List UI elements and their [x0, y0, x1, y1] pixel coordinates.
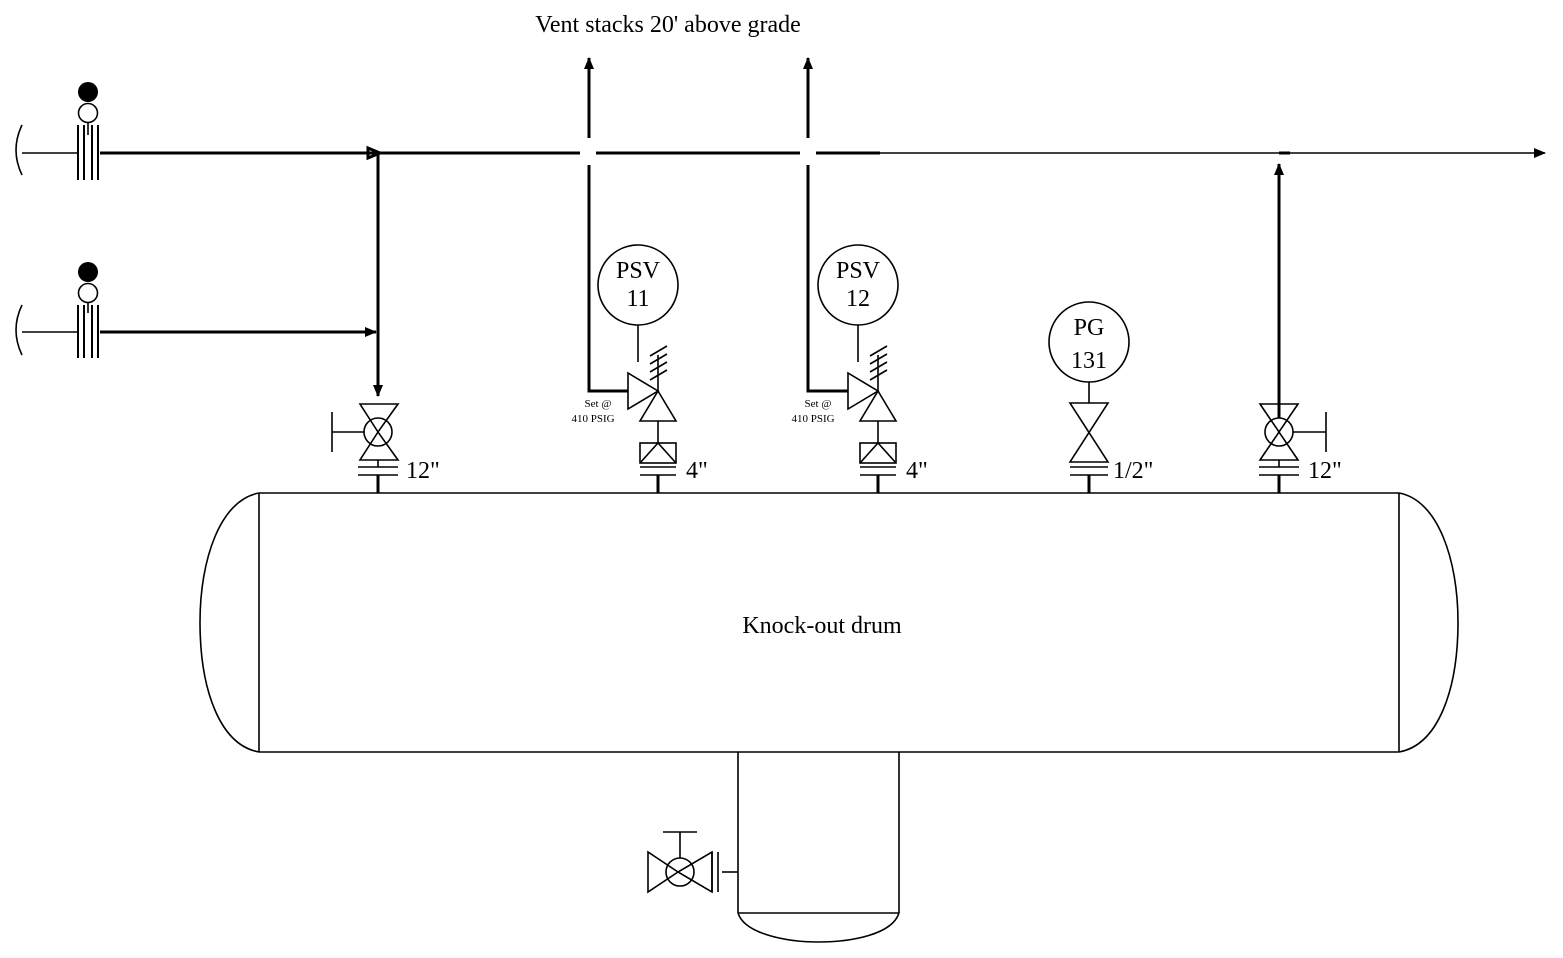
flare-header	[100, 145, 1546, 161]
instrument-tag: PSV	[836, 258, 881, 284]
nozzle-size-label: 12"	[406, 458, 440, 484]
instrument-bullet-icon	[78, 82, 98, 102]
nozzle-size-label: 12"	[1308, 458, 1342, 484]
nozzle-size-label: 4"	[686, 458, 708, 484]
instrument-number: 11	[626, 286, 649, 312]
nozzle-size-label: 4"	[906, 458, 928, 484]
instrument-tag: PSV	[616, 258, 661, 284]
instrument-tag: PG	[1074, 315, 1105, 341]
psv-11: PSV 11 Set @ 410 PSIG 4"	[571, 57, 708, 493]
psv-set-line1: Set @	[805, 398, 832, 410]
ball-valve-left: 12"	[331, 403, 440, 493]
inlet-2	[15, 262, 377, 358]
nozzle-size-label: 1/2"	[1113, 458, 1153, 484]
knock-out-drum: Knock-out drum	[199, 492, 1459, 753]
pg-131: PG 131 1/2"	[1048, 301, 1153, 493]
psv-set-line2: 410 PSIG	[571, 413, 614, 425]
psv-set-line2: 410 PSIG	[791, 413, 834, 425]
drum-boot	[737, 752, 900, 943]
ball-valve-right: 12"	[1258, 151, 1342, 493]
vessel-label: Knock-out drum	[742, 613, 902, 639]
psv-12: PSV 12 Set @ 410 PSIG 4"	[791, 57, 928, 493]
inlet-1	[15, 82, 99, 180]
drain-ball-valve	[647, 831, 738, 894]
instrument-bullet-icon	[78, 262, 98, 282]
vent-stacks-label: Vent stacks 20' above grade	[535, 12, 801, 38]
instrument-number: 131	[1071, 348, 1107, 374]
psv-set-line1: Set @	[585, 398, 612, 410]
instrument-number: 12	[846, 286, 870, 312]
